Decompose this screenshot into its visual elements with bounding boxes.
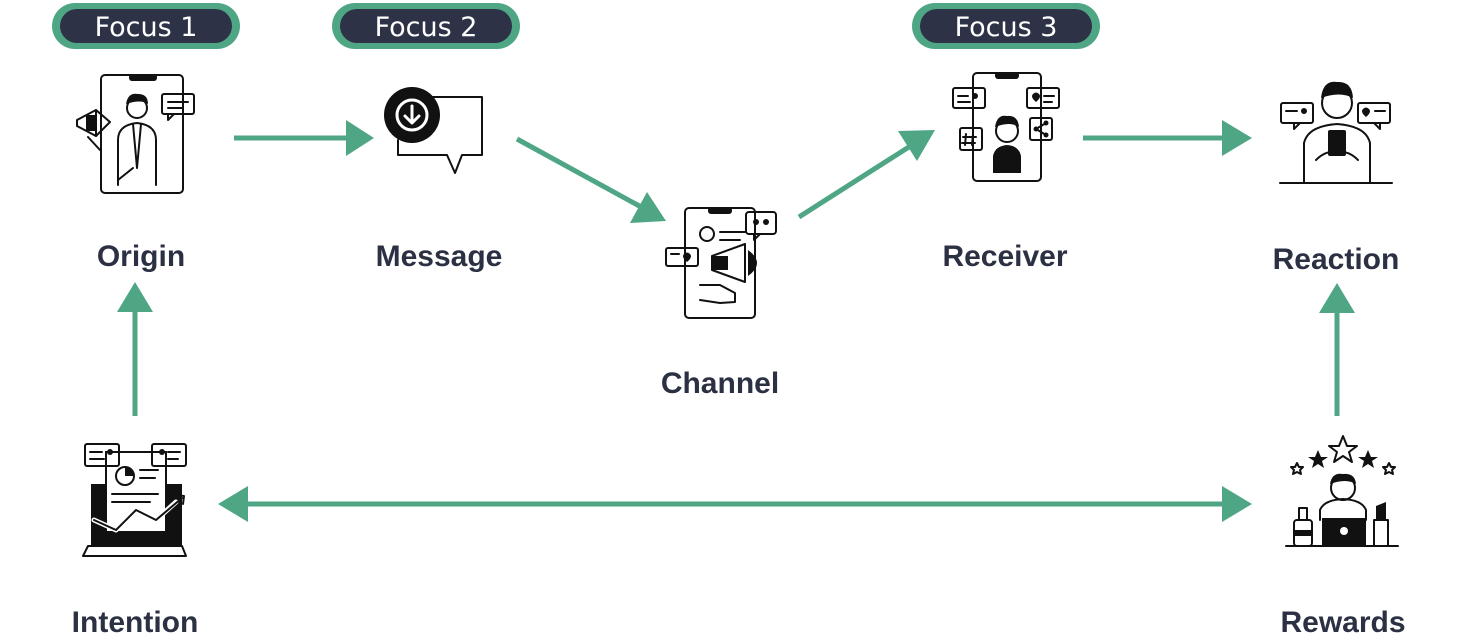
arrow-intention-rewards-bidirectional — [218, 486, 1252, 522]
megaphone-phone-icon — [665, 207, 777, 319]
node-label-rewards: Rewards — [1280, 606, 1405, 639]
focus-badge-2-label: Focus 2 — [375, 12, 478, 43]
stars-rewards-icon — [1285, 435, 1399, 547]
focus-badge-1-label: Focus 1 — [95, 12, 198, 43]
focus-badge-1: Focus 1 — [52, 3, 240, 49]
message-download-icon — [384, 87, 483, 174]
node-label-intention: Intention — [72, 606, 199, 639]
node-label-channel: Channel — [661, 367, 779, 400]
node-label-reaction: Reaction — [1273, 243, 1400, 276]
arrow-receiver-to-reaction — [1083, 120, 1252, 156]
focus-badge-2: Focus 2 — [332, 3, 520, 49]
arrow-origin-to-message — [234, 120, 374, 156]
arrow-rewards-to-reaction — [1319, 283, 1355, 416]
social-receiver-icon — [952, 72, 1060, 182]
node-label-origin: Origin — [97, 240, 185, 273]
node-label-message: Message — [376, 240, 503, 273]
speaker-on-phone-icon — [76, 74, 195, 194]
node-label-receiver: Receiver — [942, 240, 1067, 273]
focus-badge-3: Focus 3 — [912, 3, 1100, 49]
person-with-phone-icon — [1279, 81, 1393, 184]
focus-badge-3-label: Focus 3 — [955, 12, 1058, 43]
analytics-laptop-icon — [82, 443, 187, 557]
arrow-intention-to-origin — [117, 282, 153, 416]
arrow-channel-to-receiver — [797, 130, 935, 220]
arrow-message-to-channel — [515, 136, 666, 223]
